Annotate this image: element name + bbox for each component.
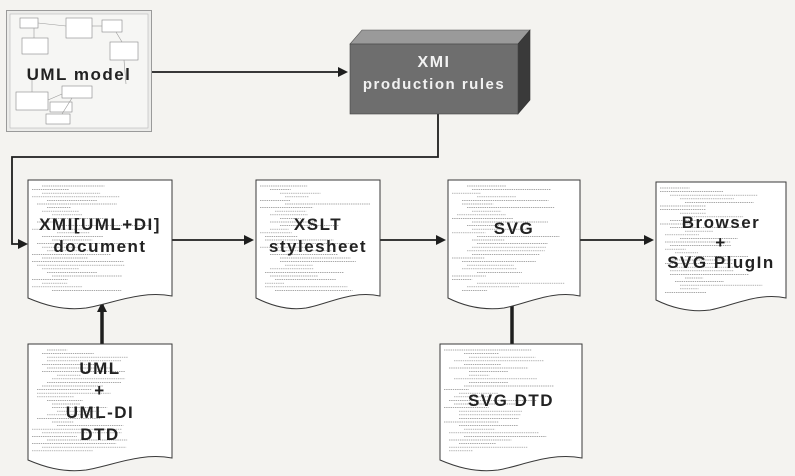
uml-model-node: UML model	[6, 10, 152, 132]
uml-dtd-label-4: DTD	[80, 425, 120, 444]
code-text	[444, 349, 554, 452]
uml-dtd-label-2: +	[94, 381, 106, 400]
document-shape	[447, 179, 581, 310]
document-shape	[655, 181, 787, 312]
xmi-document-label-2: document	[53, 237, 147, 256]
svg-dtd-node: SVG DTD	[439, 343, 583, 472]
uml-dtd-label-3: UML-DI	[65, 403, 135, 422]
xmi-rules-label-2: production rules	[362, 76, 506, 93]
xmi-document-label-1: XMI[UML+DI]	[39, 215, 161, 234]
browser-label-3: SVG PlugIn	[667, 253, 775, 272]
uml-dtd-label-1: UML	[79, 359, 121, 378]
xmi-production-rules-node: XMI production rules	[346, 28, 532, 118]
code-text	[32, 349, 129, 452]
code-text	[260, 185, 370, 291]
browser-label-1: Browser	[681, 213, 761, 232]
xmi-rules-box	[349, 29, 531, 115]
svg-label: SVG	[493, 219, 535, 238]
uml-model-label: UML model	[26, 65, 132, 84]
document-shape	[439, 343, 583, 472]
document-shape	[27, 179, 173, 310]
uml-dtd-node: UML + UML-DI DTD	[27, 343, 173, 472]
document-shape	[27, 343, 173, 472]
xslt-stylesheet-node: XSLT stylesheet	[255, 179, 381, 310]
xmi-document-node: XMI[UML+DI] document	[27, 179, 173, 310]
svg-dtd-label: SVG DTD	[467, 391, 555, 410]
browser-node: Browser + SVG PlugIn	[655, 181, 787, 312]
xmi-rules-label-1: XMI	[417, 54, 451, 71]
document-shape	[255, 179, 381, 310]
arrow-rules-to-document	[11, 108, 439, 249]
svg-node: SVG	[447, 179, 581, 310]
xslt-label-1: XSLT	[293, 215, 343, 234]
code-text	[452, 185, 565, 291]
browser-label-2: +	[715, 233, 727, 252]
code-text	[660, 187, 763, 293]
code-text	[32, 185, 152, 291]
uml-model-thumbnail	[6, 10, 152, 132]
xslt-label-2: stylesheet	[268, 237, 368, 256]
